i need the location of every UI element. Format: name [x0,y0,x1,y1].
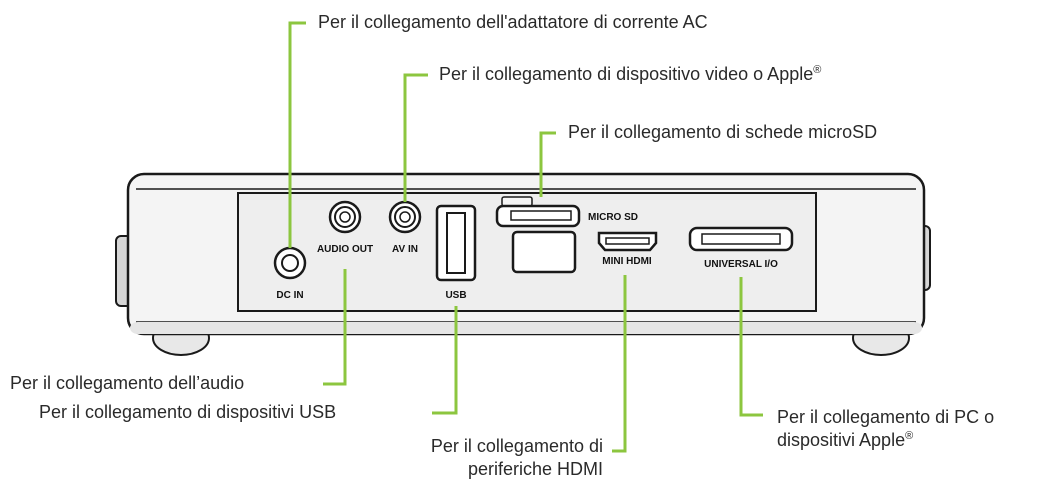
callout-pc-line2: dispositivi Apple [777,430,906,450]
audio-out-jack-hole [339,211,351,223]
dc-in-jack-inner [281,254,299,272]
av-in-label: AV IN [392,244,418,255]
mini-hdmi-label: MINI HDMI [602,256,652,267]
leader-pc [739,277,763,417]
mini-hdmi-port-inner [605,237,650,245]
leader-microsd [539,131,556,197]
callout-video-apple: Per il collegamento di dispositivo video… [439,63,821,86]
ir-window [511,230,577,274]
callout-pc-apple: Per il collegamento di PC o dispositivi … [777,406,994,452]
usb-label: USB [445,290,466,301]
microsd-tab [501,196,533,207]
leader-hdmi [612,275,627,453]
leader-video-apple [403,73,428,202]
callout-usb: Per il collegamento di dispositivi USB [39,402,337,422]
bottom-strip [130,322,922,334]
registered-mark: ® [905,430,914,442]
dc-in-label: DC IN [276,290,303,301]
callout-hdmi: Per il collegamento di periferiche HDMI [383,435,603,481]
callout-microsd: Per il collegamento di schede microSD [568,122,878,142]
usb-port-tongue [446,212,466,274]
callout-ac-adapter: Per il collegamento dell'adattatore di c… [318,12,708,32]
callout-audio: Per il collegamento dell’audio [10,373,245,393]
callout-hdmi-line2: periferiche HDMI [467,459,603,479]
callout-pc-line2-wrap: dispositivi Apple® [777,429,994,452]
universal-io-label: UNIVERSAL I/O [704,259,778,270]
leader-ac-adapter [288,21,306,248]
av-in-jack-hole [399,211,411,223]
callout-video-apple-text: Per il collegamento di dispositivo video… [439,64,814,84]
universal-io-port-inner [701,233,781,245]
callout-pc-line1: Per il collegamento di PC o [777,407,995,427]
microsd-label: MICRO SD [588,212,638,223]
leader-audio [323,269,347,386]
registered-mark: ® [813,64,822,76]
leader-usb [432,306,458,415]
audio-out-label: AUDIO OUT [317,244,373,255]
callout-hdmi-line1: Per il collegamento di [430,436,603,456]
microsd-slot-inner [510,210,572,221]
